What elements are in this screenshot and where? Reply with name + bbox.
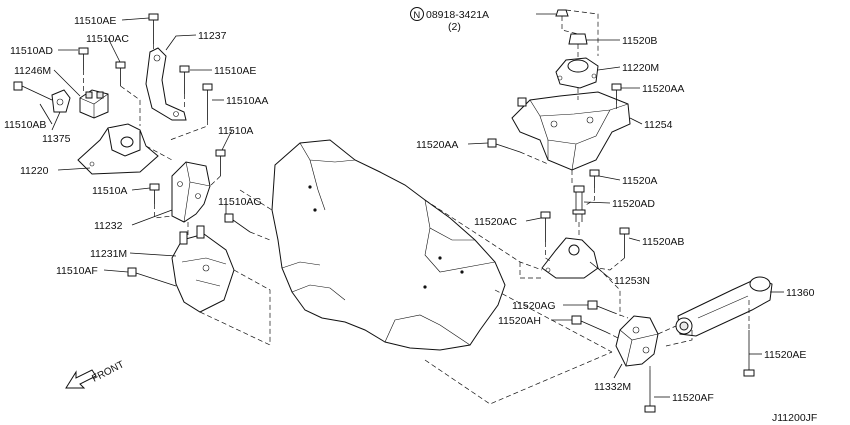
label-11232: 11232 <box>94 220 123 232</box>
part-11510A-right-bolt <box>215 149 226 176</box>
label-11520AB: 11520AB <box>642 236 684 248</box>
part-11231M-mount <box>171 225 235 313</box>
label-11375: 11375 <box>42 133 71 145</box>
label-11220M: 11220M <box>622 62 659 74</box>
right-lower-dashed-connectors <box>424 267 750 405</box>
label-11253N: 11253N <box>614 275 650 287</box>
part-11510AC-bolt <box>115 61 126 86</box>
label-11520AG: 11520AG <box>512 300 556 312</box>
part-11510AB-bolt <box>13 81 53 101</box>
part-11520AE-bolt <box>743 330 755 377</box>
part-11520A-bolt <box>589 169 600 188</box>
left-dashed-connectors <box>83 44 273 346</box>
part-labels: 11510AE 11510AC 11237 11510AD 11510AE 11… <box>4 9 817 424</box>
part-11520AD-stud <box>572 185 586 222</box>
label-11510AB: 11510AB <box>4 119 46 131</box>
part-11332M-bracket <box>615 315 659 367</box>
front-arrow: FRONT <box>65 359 126 389</box>
label-08918-qty: (2) <box>448 21 461 33</box>
label-08918-3421A: 08918-3421A <box>426 9 489 21</box>
part-11510AE-top-bolt <box>148 13 159 44</box>
label-11360: 11360 <box>786 287 815 299</box>
part-11520AB-bolt <box>619 227 630 258</box>
label-11254: 11254 <box>644 119 673 131</box>
part-11253N-bracket <box>541 237 599 279</box>
part-11220M-mount <box>555 57 599 89</box>
part-11510AF-bolt <box>127 267 177 287</box>
label-11510AG: 11510AG <box>218 196 262 208</box>
part-11520AG-bolt <box>587 300 613 313</box>
nut-n-symbol: N <box>410 7 424 21</box>
part-11360-torque-rod <box>675 276 773 337</box>
part-11510AG-bolt <box>224 213 251 233</box>
label-11520AA-left: 11520AA <box>416 139 458 151</box>
label-11510AD: 11510AD <box>10 45 53 57</box>
label-11520AD: 11520AD <box>612 198 655 210</box>
label-11510AA: 11510AA <box>226 95 268 107</box>
label-11510A-right: 11510A <box>218 125 253 137</box>
part-11520AA-top-bolt <box>611 83 622 104</box>
part-11510AE-right-bolt <box>179 65 190 94</box>
part-11220-mount <box>77 123 159 175</box>
part-11510AD-bolt <box>78 47 89 70</box>
label-11510AE-top: 11510AE <box>74 15 116 27</box>
label-11231M: 11231M <box>90 248 127 260</box>
nut-n-symbol-text: N <box>413 10 420 21</box>
label-11520AE: 11520AE <box>764 349 806 361</box>
part-11520B-nut <box>568 33 588 45</box>
label-11237: 11237 <box>198 30 227 42</box>
part-11510A-left-bolt <box>149 183 160 204</box>
engine-block <box>271 139 506 351</box>
label-11510AF: 11510AF <box>56 265 98 277</box>
part-11232-bracket <box>171 161 211 223</box>
right-upper-dashed-connectors <box>424 9 625 279</box>
label-11332M: 11332M <box>594 381 631 393</box>
part-11237-bracket <box>145 47 187 121</box>
label-11246M: 11246M <box>14 65 51 77</box>
part-11375-bracket <box>51 89 71 113</box>
front-label: FRONT <box>90 359 126 384</box>
label-11520A: 11520A <box>622 175 657 187</box>
part-11520AC-bolt <box>540 211 551 242</box>
leader-lines <box>39 13 784 398</box>
label-11520AF: 11520AF <box>672 392 714 404</box>
part-11254-bracket <box>511 91 631 171</box>
label-11520AA-top: 11520AA <box>642 83 684 95</box>
label-11220: 11220 <box>20 165 49 177</box>
part-11520AF-bolt <box>644 370 656 413</box>
label-11510AC: 11510AC <box>86 33 129 45</box>
label-11510A-left: 11510A <box>92 185 127 197</box>
label-11520AC: 11520AC <box>474 216 517 228</box>
part-11520AH-bolt <box>571 315 607 333</box>
part-11246M-block <box>79 89 109 119</box>
part-11520AA-left-bolt <box>487 138 521 153</box>
part-11510AA-bolt <box>202 83 213 120</box>
label-11520AH: 11520AH <box>498 315 541 327</box>
label-11520B: 11520B <box>622 35 657 47</box>
part-08918-nut <box>555 9 569 17</box>
label-11510AE-right: 11510AE <box>214 65 256 77</box>
diagram-code: J11200JF <box>772 412 817 424</box>
